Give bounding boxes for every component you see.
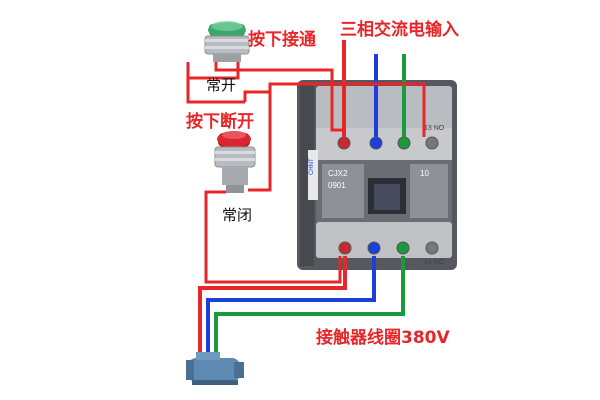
normally-closed-label: 常闭 [222,206,253,224]
normally-open-label: 常开 [206,76,237,94]
control-wire-red-to-aux [268,82,426,137]
output-green-wire [214,256,405,366]
red-push-button [214,131,256,193]
press-off-label: 按下断开 [186,112,254,132]
coil-voltage-label: 接触器线圈380V [316,328,450,348]
green-push-button [204,21,250,62]
aux-label: 10 [420,169,429,178]
terminal-label-13: 13 NO [424,125,445,132]
press-on-label: 按下接通 [248,30,316,50]
three-phase-input-label: 三相交流电输入 [340,20,459,40]
control-wire-red-left [188,62,240,80]
terminal-label-14: 14 NO [424,259,445,266]
motor [186,352,244,385]
contactor: CHNT CJX2 0901 10 1 3 5 13 NO 2 4 6 14 N… [297,80,457,270]
output-blue-wire [206,256,376,366]
control-wire-red-no-left [186,62,245,104]
control-wire-red-coil [204,190,342,284]
control-wire-red-top [214,62,344,132]
brand-logo: CHNT [309,158,315,175]
bottom-terminals: 2 4 6 14 NO [338,241,445,266]
rating-label: 0901 [328,181,346,190]
model-label: CJX2 [328,169,348,178]
output-red-wire [198,256,347,366]
